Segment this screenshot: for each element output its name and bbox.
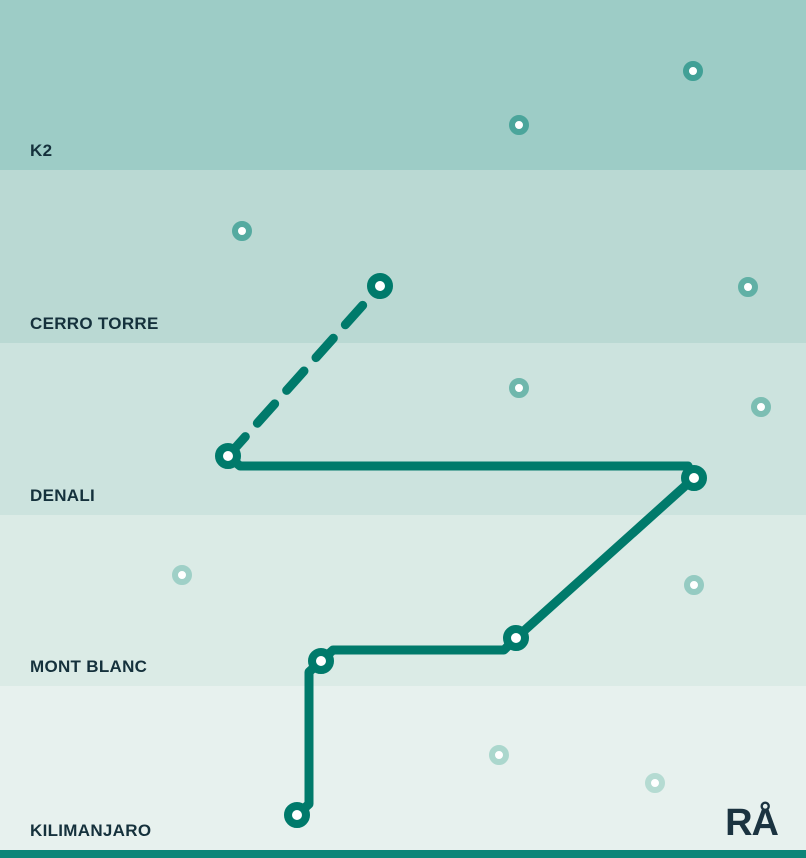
band-label-k2: K2: [30, 141, 53, 160]
band-label-kilimanjaro: KILIMANJARO: [30, 821, 152, 840]
band-cerro-torre: CERRO TORRE: [0, 170, 806, 343]
band-label-cerro-torre: CERRO TORRE: [30, 314, 159, 333]
band-k2: K2: [0, 0, 806, 170]
brand-logo: RÅ: [725, 802, 779, 844]
footer-bar: [0, 850, 806, 858]
band-kilimanjaro: KILIMANJARO: [0, 686, 806, 850]
band-mont-blanc: MONT BLANC: [0, 515, 806, 686]
band-denali: DENALI: [0, 343, 806, 515]
band-label-denali: DENALI: [30, 486, 96, 505]
band-label-mont-blanc: MONT BLANC: [30, 657, 148, 676]
